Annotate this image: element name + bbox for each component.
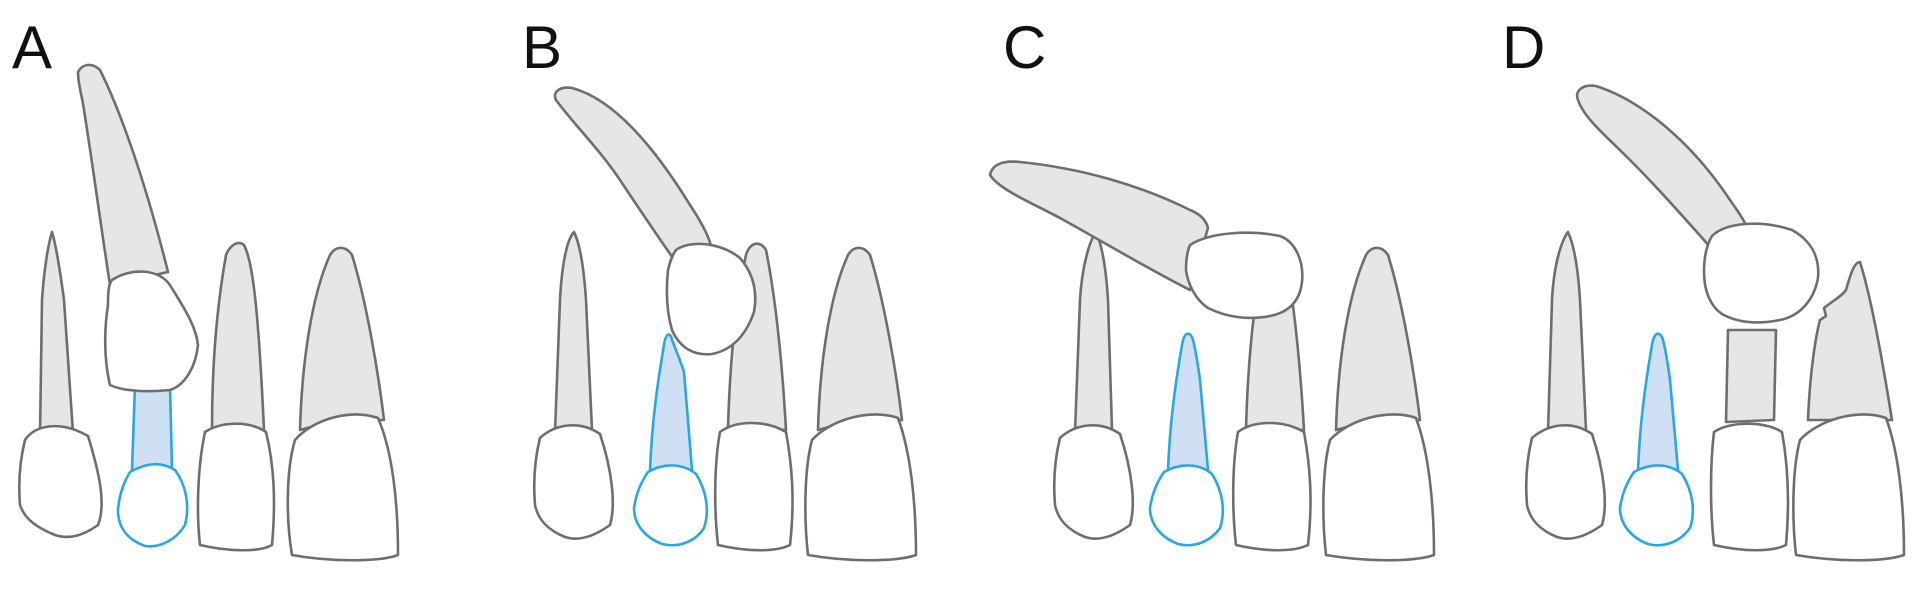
tooth-lateral-left xyxy=(1052,230,1135,540)
panel-d: D xyxy=(1502,14,1906,562)
panel-label-b: B xyxy=(522,14,562,81)
tooth-lateral-left xyxy=(17,230,103,539)
tooth-fractured-stub xyxy=(1709,328,1790,552)
tooth-far-right xyxy=(286,246,400,562)
tooth-central-right xyxy=(196,241,276,552)
tooth-far-right xyxy=(1322,246,1436,562)
tooth-intruded-blue xyxy=(1148,332,1225,547)
panel-b: B xyxy=(522,14,918,562)
panel-c: C xyxy=(988,14,1436,562)
tooth-lateral-left xyxy=(1524,230,1607,540)
tooth-luxated xyxy=(553,86,757,356)
tooth-intruded-blue xyxy=(1618,332,1695,547)
tooth-lateral-left xyxy=(532,230,615,540)
panel-label-c: C xyxy=(1003,14,1046,81)
tooth-extruded xyxy=(76,63,200,393)
tooth-far-right xyxy=(804,246,918,562)
tooth-lateral-displaced xyxy=(988,160,1304,320)
tooth-intruded-blue xyxy=(632,333,709,547)
panel-label-d: D xyxy=(1502,14,1545,81)
panel-label-a: A xyxy=(12,14,52,81)
panel-a: A xyxy=(12,14,400,562)
tooth-avulsed xyxy=(1575,84,1820,324)
tooth-far-right xyxy=(1792,260,1906,562)
tooth-displaced-blue xyxy=(116,383,189,548)
